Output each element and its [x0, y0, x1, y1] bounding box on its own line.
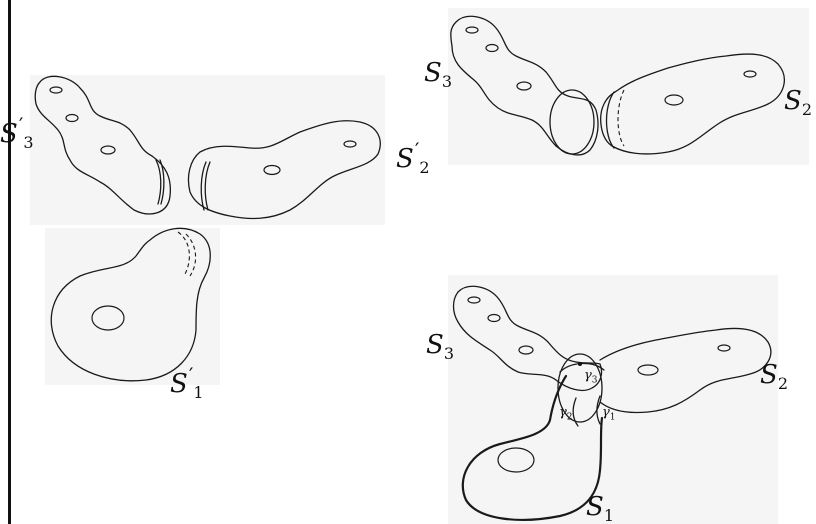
label-subscript: 3: [592, 376, 598, 386]
label-subscript: 3: [444, 344, 454, 363]
label-subscript: 1: [193, 383, 203, 402]
label-subscript: 2: [802, 100, 812, 119]
handle-hole: [468, 297, 480, 303]
label-subscript: 3: [442, 72, 452, 91]
label-base: S: [424, 58, 442, 88]
cut-boundary: [550, 90, 594, 154]
handle-hole: [466, 27, 478, 33]
surface-s2-glued: [600, 329, 771, 413]
handle-hole: [718, 345, 730, 351]
handle-hole: [665, 95, 683, 105]
label-base: S: [784, 86, 802, 116]
handle-hole: [498, 448, 534, 472]
label-gamma1: γ1: [602, 405, 616, 423]
label-s1-prime: S′1: [170, 365, 204, 401]
label-base: S: [396, 144, 414, 174]
label-base: S: [586, 492, 604, 522]
curve-gamma1: [597, 396, 600, 424]
label-s1-bottom: S1: [586, 494, 614, 524]
handle-hole: [517, 82, 531, 90]
label-s2-top: S2: [784, 88, 812, 118]
handle-hole: [638, 365, 658, 375]
label-base: γ: [584, 368, 592, 383]
surface-s2-cut: [601, 54, 785, 154]
label-base: S: [170, 369, 188, 399]
label-s2-prime: S′2: [396, 140, 430, 176]
surface-s2-prime: [188, 121, 380, 219]
label-subscript: 2: [778, 374, 788, 393]
handle-hole: [50, 87, 62, 93]
handle-hole: [519, 346, 533, 354]
label-subscript: 2: [419, 158, 429, 177]
surface-s3-glued: [454, 286, 602, 390]
handle-hole: [344, 141, 356, 147]
surface-s1-glued: [463, 376, 602, 520]
surface-s1-prime: [51, 228, 210, 380]
label-base: γ: [559, 405, 567, 420]
label-base: S: [0, 119, 18, 149]
label-subscript: 3: [23, 133, 33, 152]
label-s3-bottom: S3: [426, 332, 454, 362]
handle-hole: [92, 306, 124, 330]
label-subscript: 1: [604, 506, 614, 524]
handle-hole: [744, 71, 756, 77]
label-gamma2: γ2: [559, 405, 573, 423]
handle-hole: [101, 146, 115, 154]
surface-s3-prime: [35, 76, 170, 214]
handle-hole: [488, 315, 500, 322]
handle-hole: [486, 45, 498, 52]
label-gamma3: γ3: [584, 368, 598, 386]
label-s2-bottom: S2: [760, 362, 788, 392]
label-subscript: 2: [567, 413, 573, 423]
surface-s3-cut: [451, 16, 598, 155]
label-base: S: [426, 330, 444, 360]
label-base: S: [760, 360, 778, 390]
label-base: γ: [602, 405, 610, 420]
handle-hole: [264, 166, 280, 175]
label-s3-top: S3: [424, 60, 452, 90]
label-subscript: 1: [610, 413, 616, 423]
triple-point: [578, 362, 582, 366]
handle-hole: [66, 115, 78, 122]
label-s3-prime: S′3: [0, 115, 34, 151]
